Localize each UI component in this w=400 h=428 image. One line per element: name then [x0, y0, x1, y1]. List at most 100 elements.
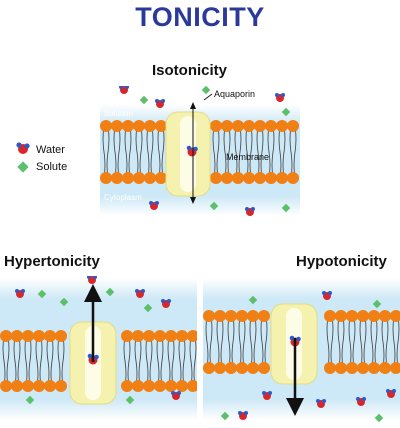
solute-particle — [125, 395, 135, 405]
lipid-head — [379, 310, 391, 322]
lipid-head — [143, 330, 155, 342]
lipid-head — [22, 380, 34, 392]
lipid-tail — [167, 335, 175, 387]
solute-particle — [139, 95, 149, 105]
lipid-tail — [223, 125, 231, 179]
lipid-tail — [260, 315, 268, 369]
page-title: TONICITY — [135, 2, 265, 32]
lipid-head — [232, 172, 244, 184]
lipid-tail — [102, 125, 110, 179]
solute-particle — [59, 297, 69, 307]
lipid-tail — [238, 315, 246, 369]
lipid-tail — [337, 315, 345, 369]
lipid-head — [368, 362, 380, 374]
solute-particle — [201, 86, 211, 95]
solute-particle — [105, 287, 115, 297]
solute-particle — [374, 413, 384, 423]
water-molecule — [149, 201, 159, 210]
water-molecule — [87, 353, 99, 365]
lipid-head — [143, 380, 155, 392]
lipid-head — [111, 120, 123, 132]
lipid-head — [335, 362, 347, 374]
lipid-tail — [256, 125, 264, 179]
water-molecule — [119, 86, 129, 94]
aquaporin-pointer — [203, 93, 213, 101]
isotonicity-panel: Aquaporin Solution Membrane Cytoplasm — [100, 86, 300, 216]
lipid-tail — [13, 335, 21, 387]
water-molecule — [386, 389, 396, 398]
water-molecule — [245, 207, 255, 216]
legend-water-label: Water — [36, 144, 65, 156]
hypotonicity-heading: Hypotonicity — [296, 253, 387, 270]
lipid-head — [176, 330, 188, 342]
lipid-tail — [135, 125, 143, 179]
lipid-head — [100, 120, 112, 132]
lipid-head — [368, 310, 380, 322]
lipid-tail — [123, 335, 131, 387]
water-molecule — [262, 391, 272, 400]
lipid-head — [243, 172, 255, 184]
lipid-head — [165, 380, 177, 392]
lipid-tail — [35, 335, 43, 387]
lipid-head — [111, 172, 123, 184]
lipid-head — [247, 362, 259, 374]
lipid-head — [144, 120, 156, 132]
lipid-head — [144, 172, 156, 184]
membrane-label: Membrane — [226, 152, 269, 162]
water-molecule — [171, 391, 181, 400]
outflow-arrowhead — [84, 284, 102, 302]
lipid-head — [225, 310, 237, 322]
solute-particle — [25, 395, 35, 405]
water-molecule — [87, 276, 97, 284]
lipid-head — [357, 362, 369, 374]
solute-particle — [220, 411, 230, 421]
lipid-head — [203, 362, 215, 374]
lipid-head — [265, 172, 277, 184]
lipid-head — [335, 310, 347, 322]
lipid-head — [214, 362, 226, 374]
water-molecule — [161, 299, 171, 308]
lipid-tail — [245, 125, 253, 179]
lipid-head — [225, 362, 237, 374]
aquaporin-label: Aquaporin — [214, 89, 255, 99]
lipid-head — [221, 120, 233, 132]
solute-icon — [17, 161, 29, 173]
membrane — [0, 330, 197, 392]
lipid-tail — [146, 125, 154, 179]
water-molecule — [322, 291, 332, 300]
lipid-head — [236, 310, 248, 322]
lipid-tail — [124, 125, 132, 179]
lipid-tail — [212, 125, 220, 179]
lipid-head — [254, 172, 266, 184]
lipid-head — [132, 330, 144, 342]
water-molecule — [186, 145, 198, 157]
lipid-tail — [178, 335, 186, 387]
lipid-tail — [145, 335, 153, 387]
lipid-tail — [289, 125, 297, 179]
lipid-tail — [2, 335, 10, 387]
lipid-head — [176, 380, 188, 392]
lipid-head — [265, 120, 277, 132]
lipid-head — [243, 120, 255, 132]
lipid-tail — [249, 315, 257, 369]
lipid-tail — [134, 335, 142, 387]
water-molecule — [356, 397, 366, 406]
water-molecule — [15, 289, 25, 298]
water-molecule — [135, 289, 145, 298]
water-molecule — [238, 411, 248, 420]
hypertonicity-heading: Hypertonicity — [4, 253, 100, 270]
lipid-tail — [205, 315, 213, 369]
lipid-head — [33, 380, 45, 392]
lipid-tail — [348, 315, 356, 369]
lipid-head — [122, 172, 134, 184]
hypotonicity-panel — [203, 278, 400, 423]
lipid-head — [0, 330, 12, 342]
lipid-head — [187, 380, 197, 392]
lipid-head — [44, 380, 56, 392]
solution-label: Solution — [104, 109, 133, 118]
lipid-head — [11, 380, 23, 392]
lipid-head — [203, 310, 215, 322]
lipid-tail — [113, 125, 121, 179]
lipid-tail — [370, 315, 378, 369]
lipid-head — [276, 172, 288, 184]
